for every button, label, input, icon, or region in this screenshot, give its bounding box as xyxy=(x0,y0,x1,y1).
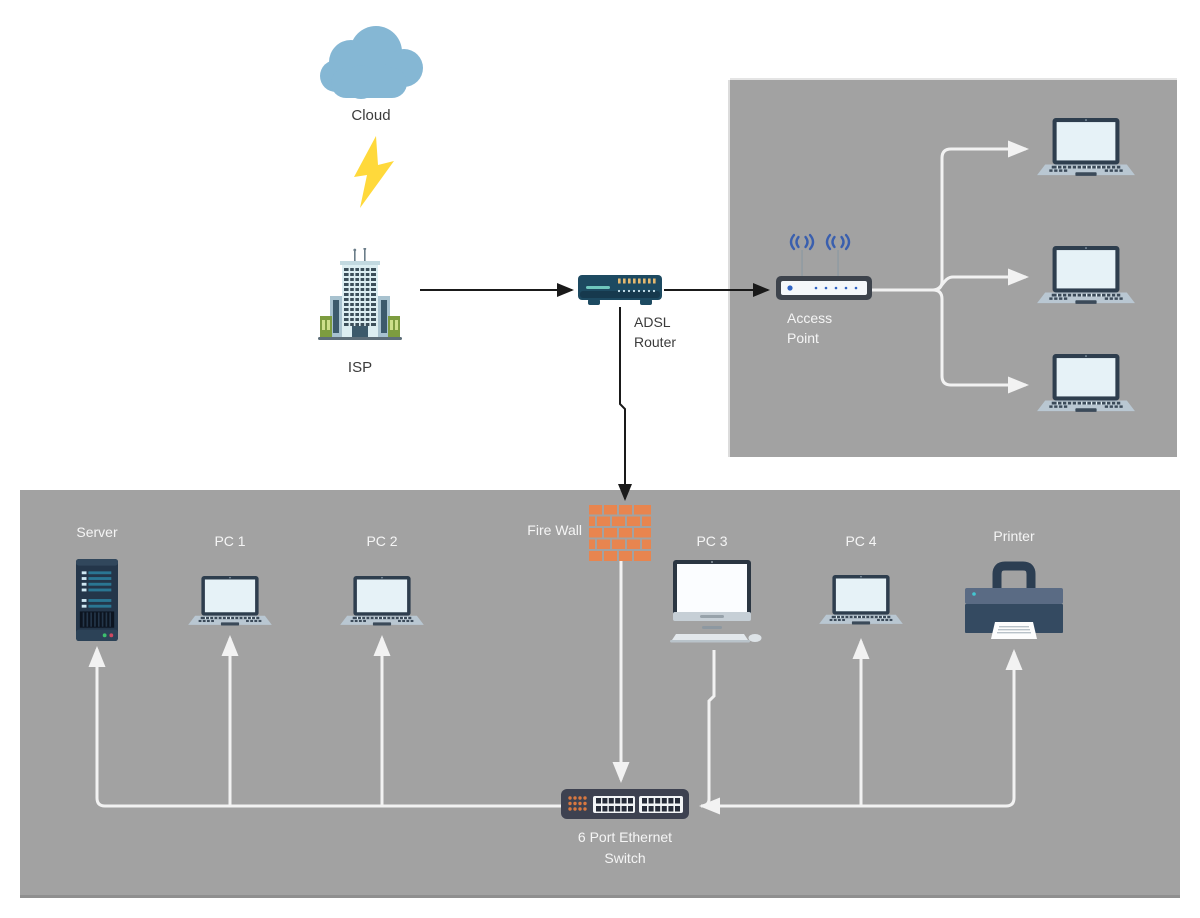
firewall-icon xyxy=(589,505,651,561)
pc1-label: PC 1 xyxy=(214,533,246,549)
lightning-bolt-icon xyxy=(354,136,394,208)
access-point-label: Access Point xyxy=(787,310,833,347)
server-label: Server xyxy=(76,524,118,540)
isp-building-icon xyxy=(318,248,402,340)
ethernet-switch-icon xyxy=(561,789,689,819)
printer-icon xyxy=(965,561,1063,639)
ethernet-switch-label: 6 Port Ethernet Switch xyxy=(577,829,673,866)
cloud-icon xyxy=(320,26,423,99)
pc4-laptop-icon xyxy=(819,575,903,628)
printer-label: Printer xyxy=(993,528,1035,544)
wireless-laptop-3-icon xyxy=(1037,354,1135,416)
firewall-label: Fire Wall xyxy=(527,522,582,538)
pc3-desktop-icon xyxy=(670,560,762,643)
adsl-router-label: ADSL Router xyxy=(634,314,677,351)
server-icon xyxy=(76,558,118,642)
access-point-icon xyxy=(776,233,872,300)
pc2-label: PC 2 xyxy=(366,533,398,549)
pc1-laptop-icon xyxy=(188,576,272,629)
wireless-laptop-2-icon xyxy=(1037,246,1135,308)
pc2-laptop-icon xyxy=(340,576,424,629)
router-to-firewall-connector xyxy=(618,307,632,501)
isp-label: ISP xyxy=(347,359,373,376)
cloud-label: Cloud xyxy=(351,107,391,124)
wireless-laptop-1-icon xyxy=(1037,118,1135,180)
pc3-label: PC 3 xyxy=(696,533,728,549)
pc4-label: PC 4 xyxy=(845,533,877,549)
adsl-router-icon xyxy=(578,275,662,305)
